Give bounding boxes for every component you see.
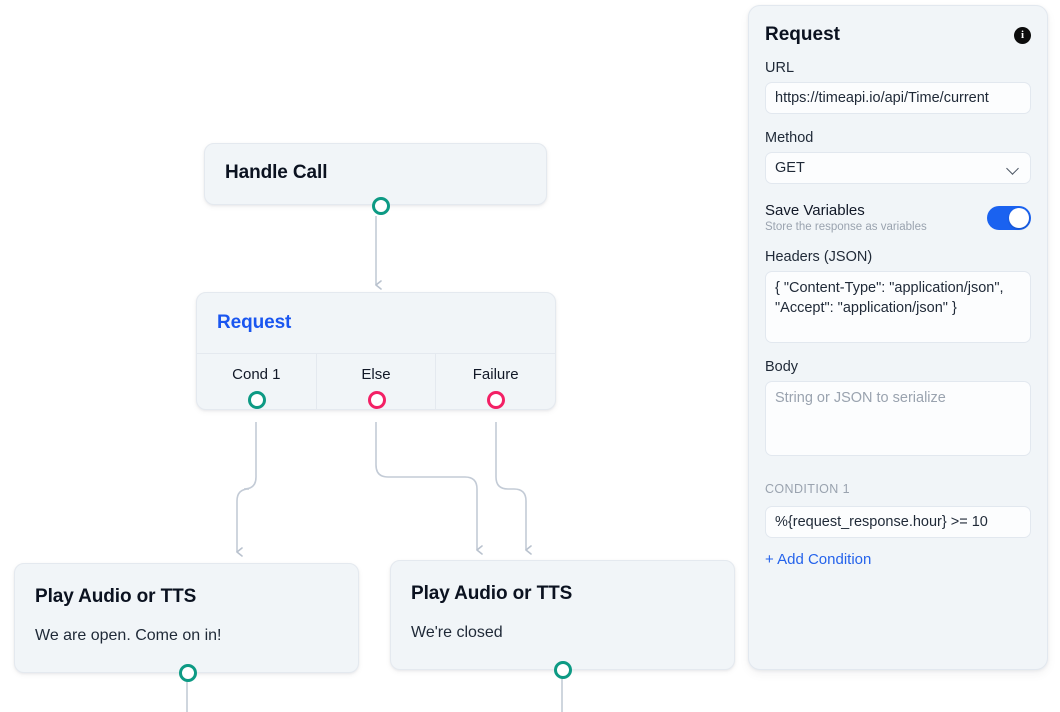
toggle-knob — [1009, 207, 1029, 228]
url-label: URL — [765, 60, 795, 76]
condition-section-label: CONDITION 1 — [765, 482, 850, 496]
port-cond1[interactable] — [248, 391, 266, 409]
add-condition-link[interactable]: + Add Condition — [765, 551, 872, 568]
node-play-audio-2[interactable]: Play Audio or TTS We're closed — [390, 560, 735, 679]
panel-title: Request — [765, 24, 840, 45]
node-play-audio-1[interactable]: Play Audio or TTS We are open. Come on i… — [14, 563, 359, 682]
node-play-audio-1-title: Play Audio or TTS — [35, 586, 197, 607]
headers-label: Headers (JSON) — [765, 249, 873, 265]
node-request-output-failure[interactable]: Failure — [435, 354, 555, 410]
wire-failure-to-play2 — [495, 422, 532, 555]
node-play-audio-2-output-port[interactable] — [554, 661, 572, 679]
node-request-output-else[interactable]: Else — [315, 354, 436, 410]
url-input[interactable]: https://timeapi.io/api/Time/current — [765, 82, 1031, 114]
node-handle-call-output-port[interactable] — [372, 197, 390, 215]
method-select-value: GET — [775, 160, 805, 176]
panel-header: Request i — [765, 24, 1031, 46]
save-variables-toggle[interactable] — [987, 205, 1031, 230]
node-request-output-failure-label: Failure — [472, 366, 519, 383]
node-request-outputs: Cond 1 Else Failure — [197, 353, 555, 410]
node-request-title: Request — [217, 312, 292, 333]
save-variables-label: Save Variables — [765, 202, 865, 219]
node-handle-call[interactable]: Handle Call — [204, 143, 547, 215]
body-label: Body — [765, 359, 799, 375]
body-textarea[interactable]: String or JSON to serialize — [765, 381, 1031, 456]
save-variables-text: Save Variables Store the response as var… — [765, 202, 927, 233]
wire-else-to-play2 — [375, 422, 483, 555]
request-properties-panel: Request i URL https://timeapi.io/api/Tim… — [748, 5, 1048, 670]
method-label: Method — [765, 130, 814, 146]
chevron-down-icon — [1008, 163, 1019, 174]
flow-canvas[interactable]: Handle Call Request Cond 1 Else Failure — [0, 0, 748, 712]
node-handle-call-title: Handle Call — [225, 162, 328, 183]
port-failure[interactable] — [487, 391, 506, 409]
node-play-audio-2-title: Play Audio or TTS — [411, 583, 573, 604]
save-variables-row: Save Variables Store the response as var… — [765, 202, 1031, 233]
node-request-output-cond1[interactable]: Cond 1 — [197, 354, 316, 410]
info-icon[interactable]: i — [1014, 26, 1031, 44]
node-play-audio-1-output-port[interactable] — [179, 664, 197, 682]
node-request[interactable]: Request Cond 1 Else Failure — [196, 292, 556, 410]
node-request-output-cond1-label: Cond 1 — [232, 366, 281, 383]
save-variables-description: Store the response as variables — [765, 221, 927, 233]
port-else[interactable] — [367, 391, 386, 409]
wire-cond1-to-play1 — [236, 422, 257, 557]
node-play-audio-2-subtitle: We're closed — [411, 624, 503, 641]
node-play-audio-1-subtitle: We are open. Come on in! — [35, 627, 222, 644]
headers-textarea[interactable]: { "Content-Type": "application/json", "A… — [765, 271, 1031, 343]
condition-1-input[interactable]: %{request_response.hour} >= 10 — [765, 506, 1031, 538]
method-select[interactable]: GET — [765, 152, 1031, 184]
node-request-output-else-label: Else — [361, 366, 391, 383]
